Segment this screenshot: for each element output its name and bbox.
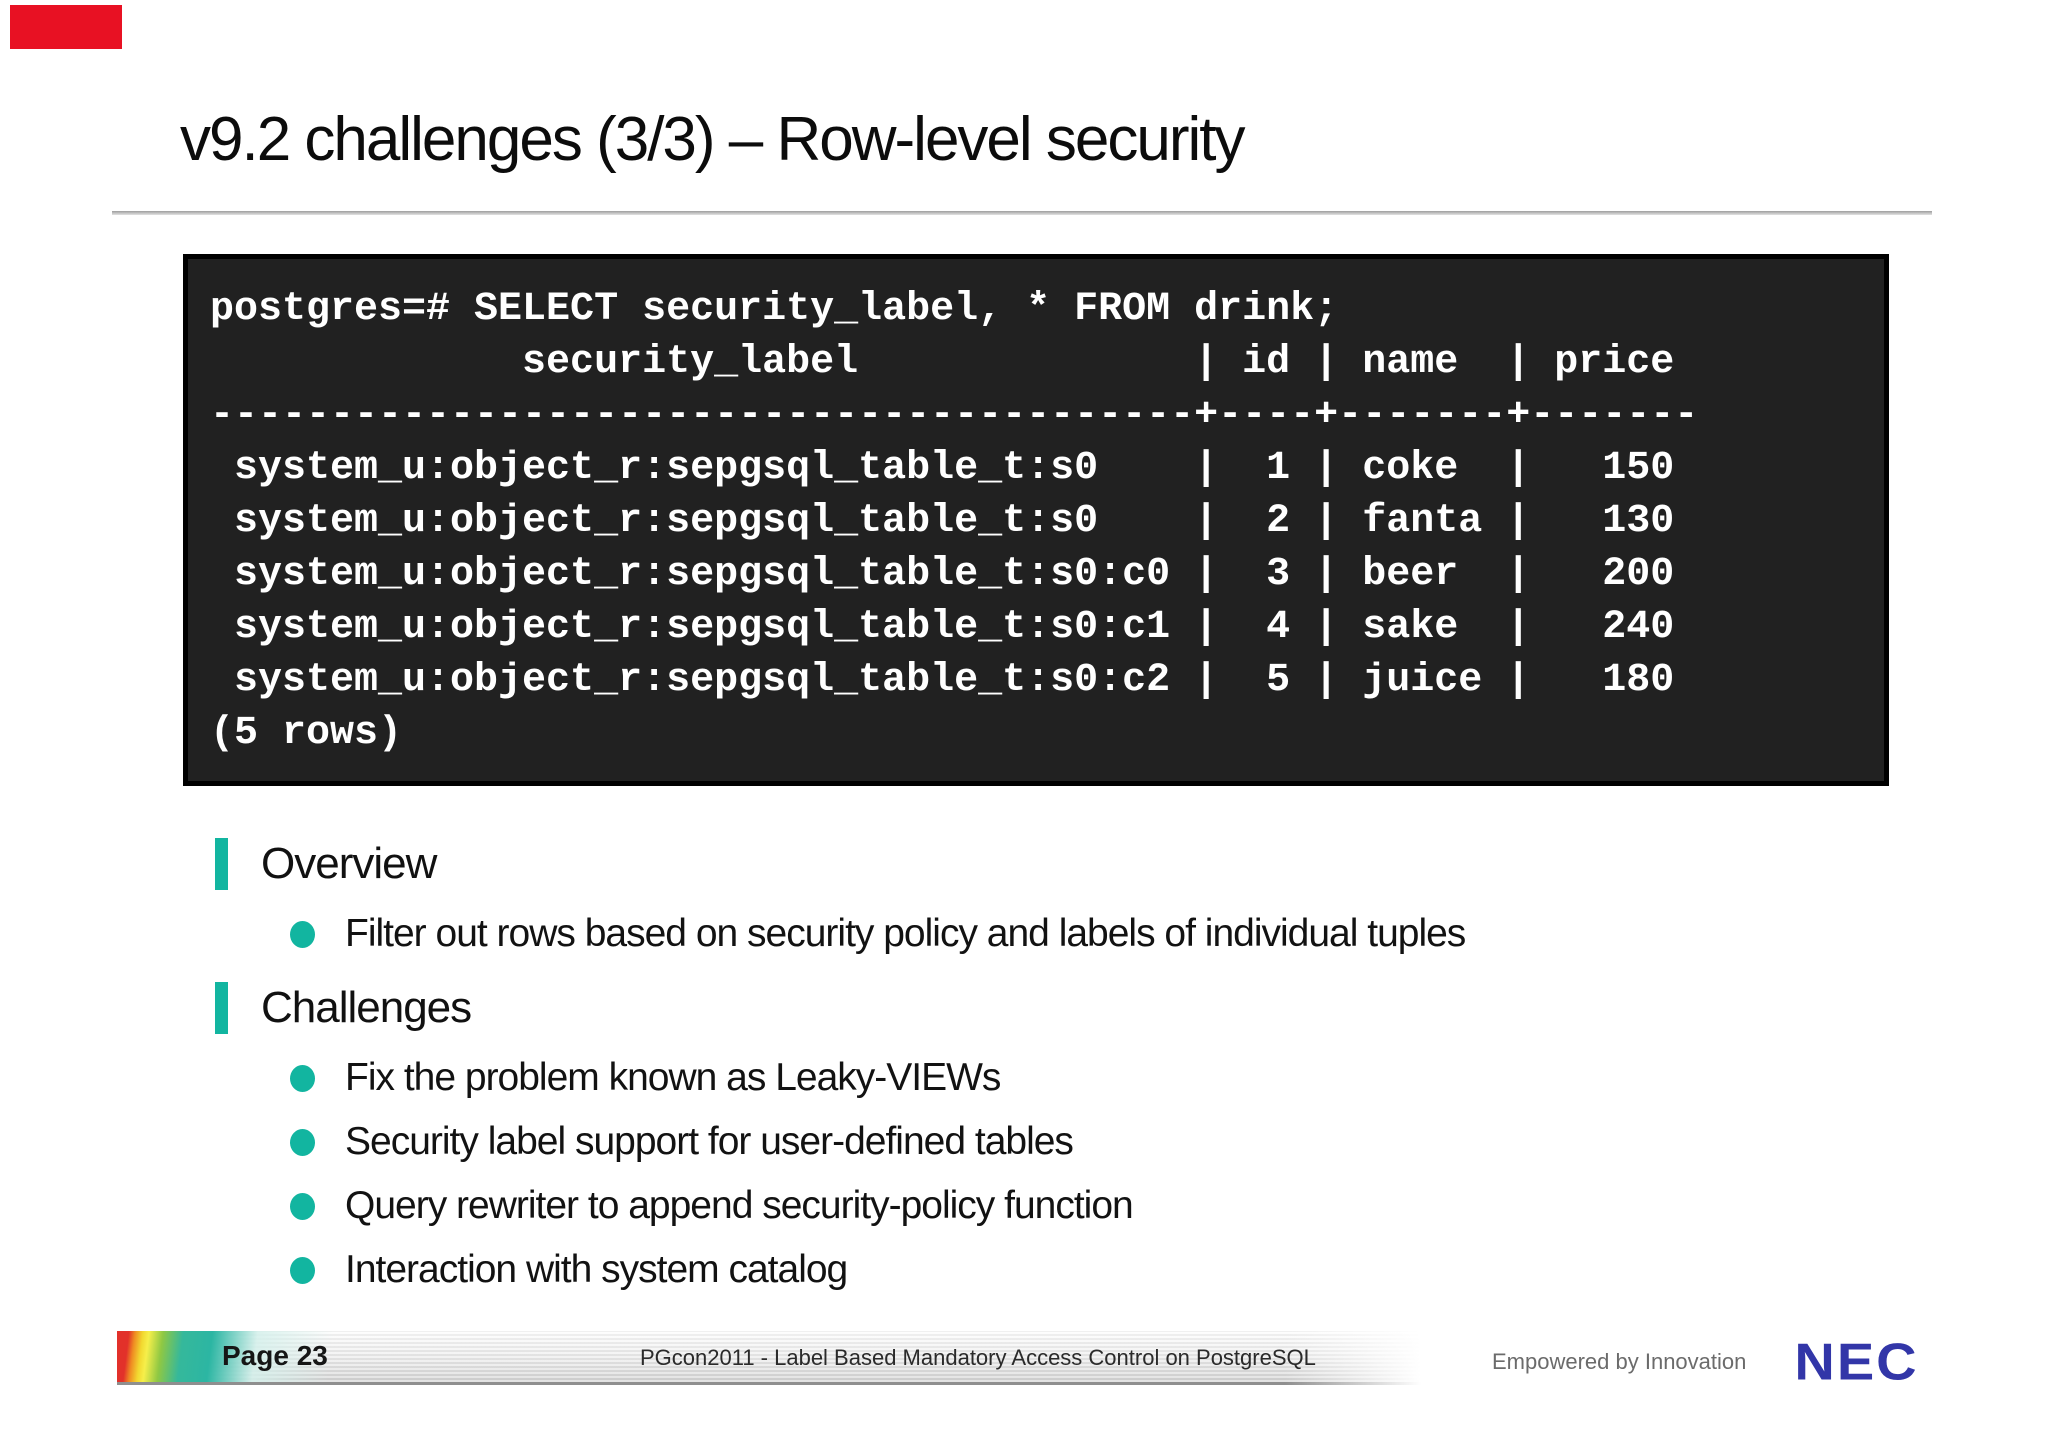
page-title: v9.2 challenges (3/3) – Row-level securi… xyxy=(180,105,1246,174)
terminal-prompt-line: postgres=# SELECT security_label, * FROM… xyxy=(210,287,1339,332)
terminal-panel: postgres=# SELECT security_label, * FROM… xyxy=(183,254,1889,786)
bullet-item: Filter out rows based on security policy… xyxy=(290,912,1466,956)
bullet-item: Interaction with system catalog xyxy=(290,1248,848,1292)
footer-conference-title: PGcon2011 - Label Based Mandatory Access… xyxy=(640,1345,1316,1370)
rainbow-decoration-icon xyxy=(117,1331,352,1382)
bullet-item: Fix the problem known as Leaky-VIEWs xyxy=(290,1056,1001,1100)
terminal-row: system_u:object_r:sepgsql_table_t:s0:c1 … xyxy=(210,605,1675,650)
bullet-label: Filter out rows based on security policy… xyxy=(345,912,1466,955)
terminal-row: system_u:object_r:sepgsql_table_t:s0 | 2… xyxy=(210,499,1675,544)
brand-tagline: Empowered by Innovation xyxy=(1492,1349,1747,1374)
terminal-row: system_u:object_r:sepgsql_table_t:s0 | 1… xyxy=(210,446,1675,491)
brand-block: Empowered by Innovation NEC xyxy=(1492,1332,1919,1391)
terminal-separator-line: ----------------------------------------… xyxy=(210,393,1699,438)
terminal-rowcount: (5 rows) xyxy=(210,711,403,756)
title-divider xyxy=(112,211,1932,215)
page-number: Page 23 xyxy=(222,1340,328,1371)
bullet-item: Security label support for user-defined … xyxy=(290,1120,1074,1164)
bullet-icon xyxy=(290,1256,315,1284)
recording-marker xyxy=(10,5,122,49)
section-heading-overview: Overview xyxy=(215,838,437,890)
bullet-icon xyxy=(290,1064,315,1092)
section-heading-challenges: Challenges xyxy=(215,982,472,1034)
bullet-icon xyxy=(290,920,315,948)
terminal-header-line: security_label | id | name | price xyxy=(210,340,1699,385)
section-heading-label: Challenges xyxy=(261,983,472,1032)
footer-bar xyxy=(117,1330,1445,1385)
bullet-icon xyxy=(290,1192,315,1220)
section-heading-label: Overview xyxy=(261,839,437,888)
section-accent-bar xyxy=(215,838,228,890)
bullet-label: Security label support for user-defined … xyxy=(345,1120,1074,1163)
terminal-row: system_u:object_r:sepgsql_table_t:s0:c2 … xyxy=(210,658,1675,703)
bullet-label: Interaction with system catalog xyxy=(345,1248,848,1291)
bullet-label: Query rewriter to append security-policy… xyxy=(345,1184,1134,1227)
nec-logo: NEC xyxy=(1794,1332,1919,1391)
bullet-icon xyxy=(290,1128,315,1156)
bullet-label: Fix the problem known as Leaky-VIEWs xyxy=(345,1056,1001,1099)
bullet-item: Query rewriter to append security-policy… xyxy=(290,1184,1134,1228)
terminal-row: system_u:object_r:sepgsql_table_t:s0:c0 … xyxy=(210,552,1675,597)
section-accent-bar xyxy=(215,982,228,1034)
